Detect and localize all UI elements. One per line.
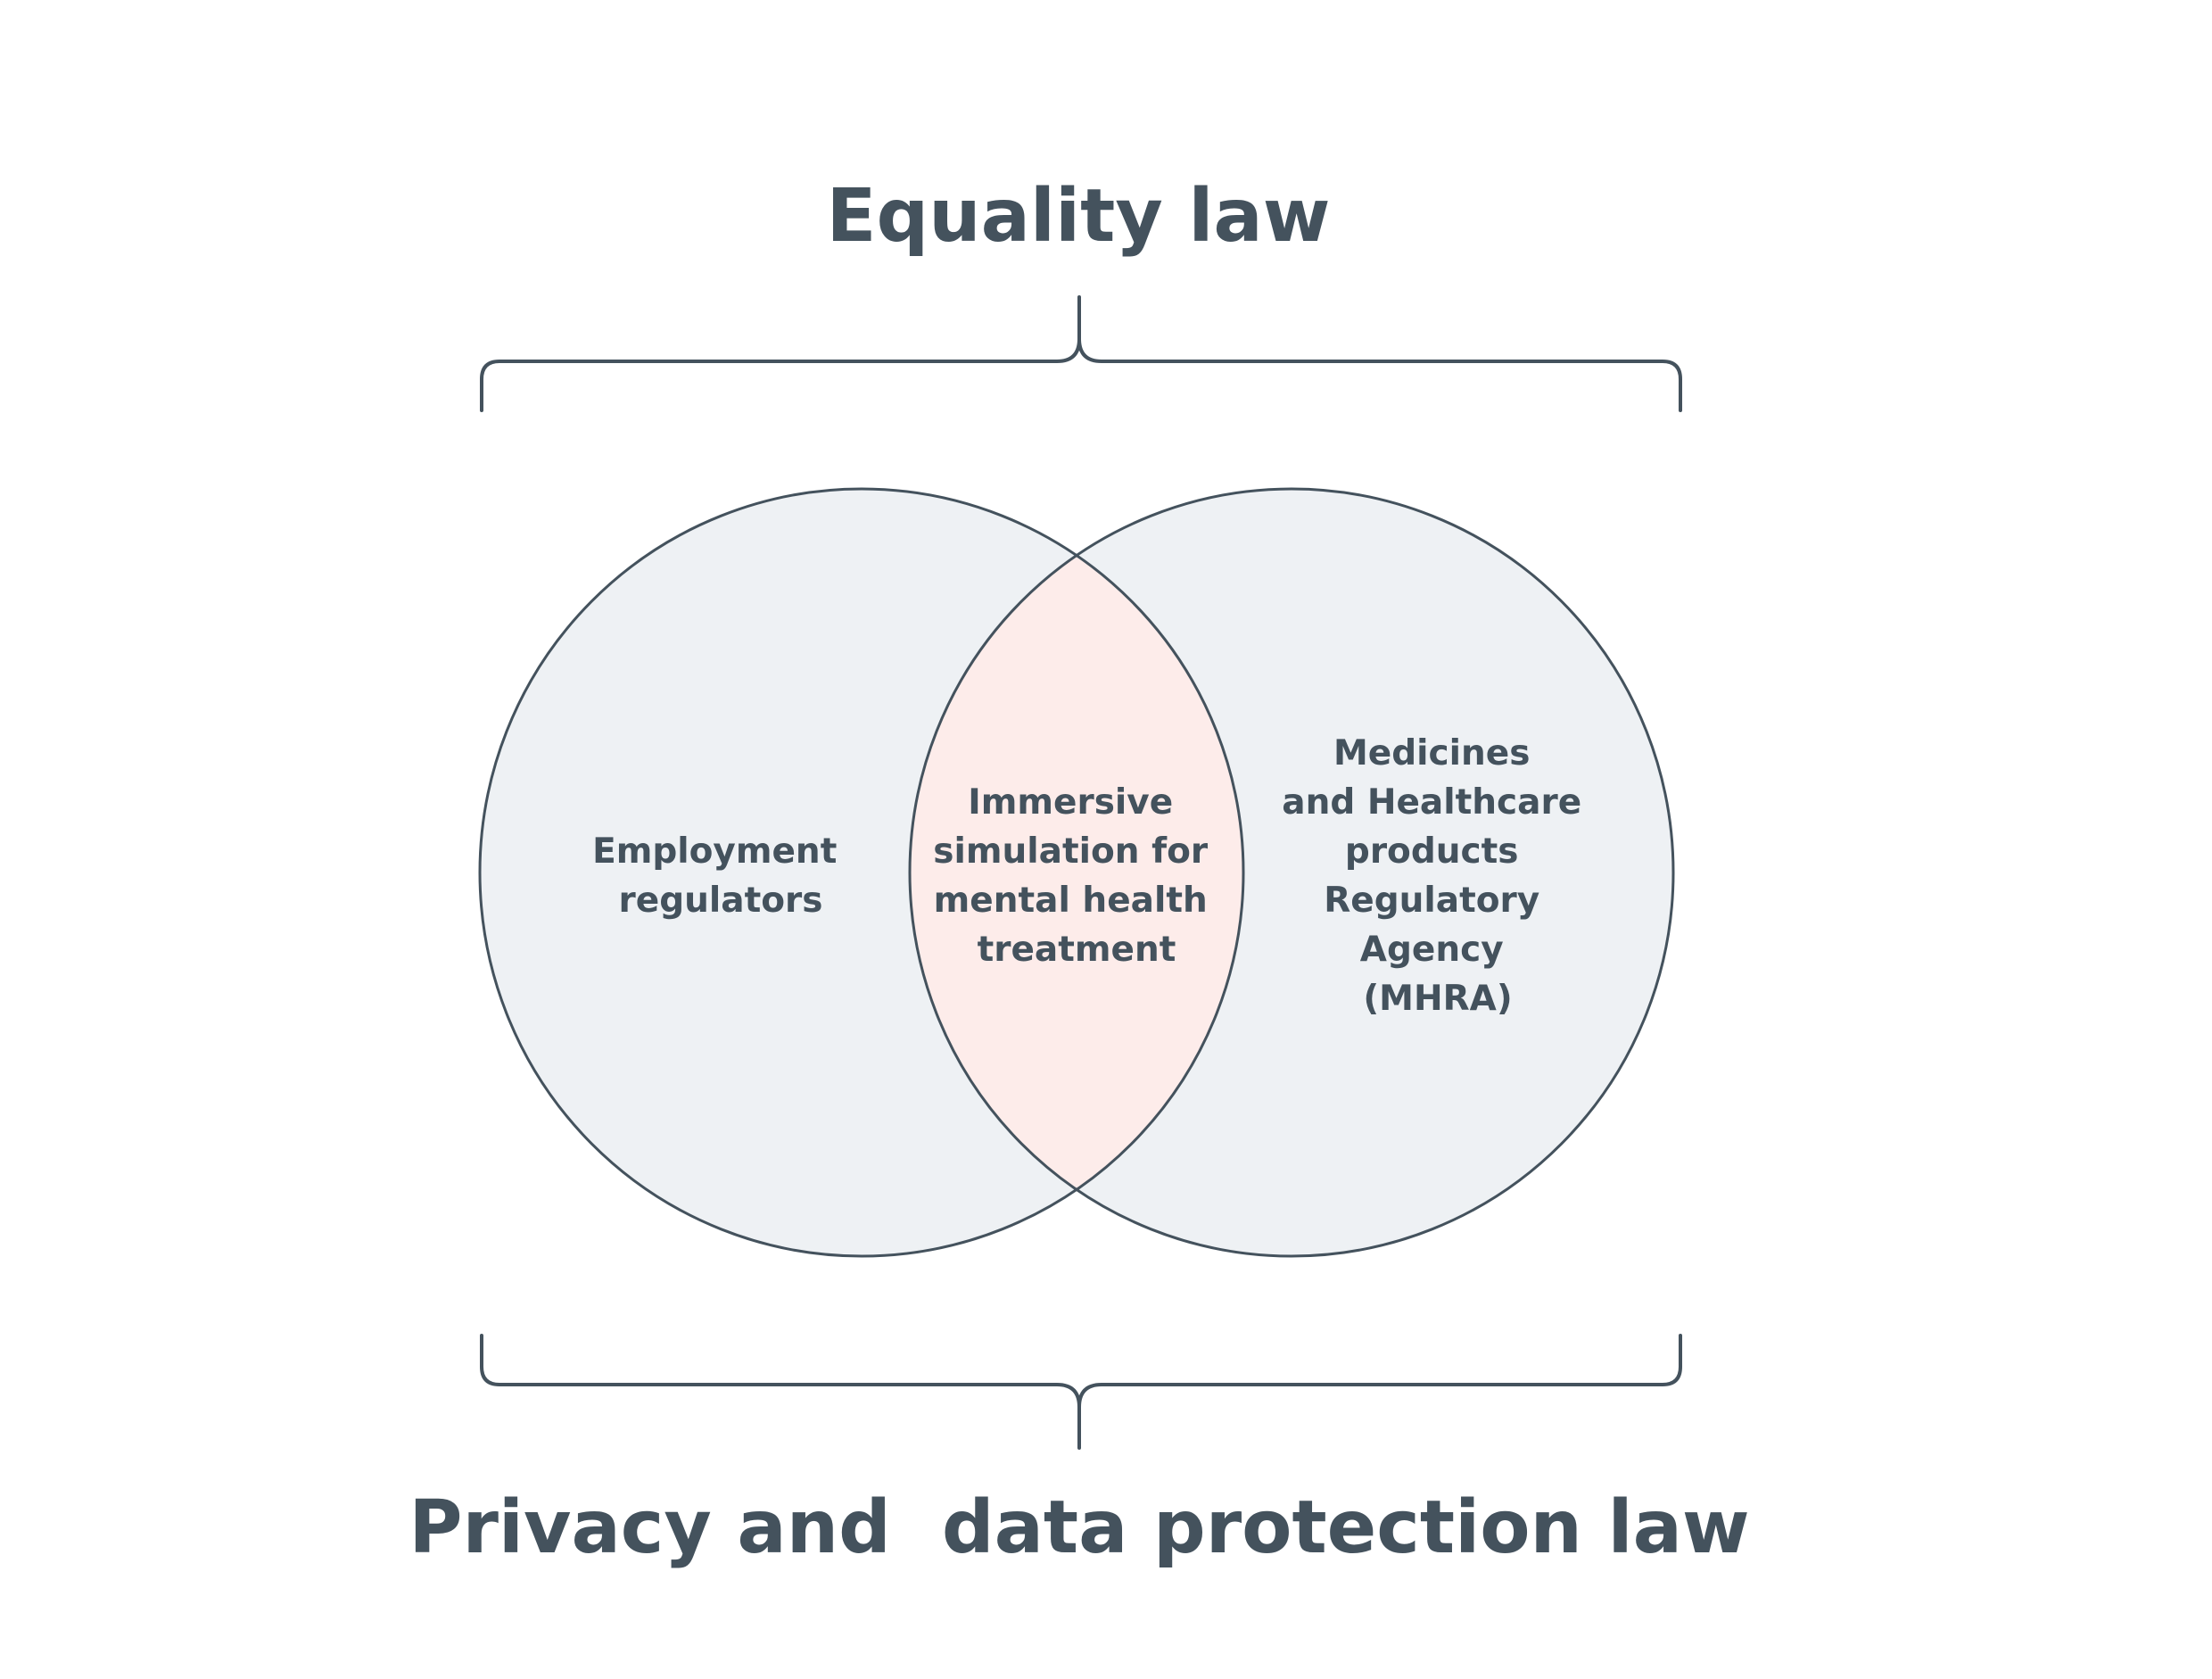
- equality-law-label: Equality law: [826, 174, 1330, 259]
- label-line: Regulatory: [1324, 881, 1539, 921]
- label-line: and Healthcare: [1282, 782, 1581, 823]
- label-line: Medicines: [1333, 733, 1530, 773]
- label-line: (MHRA): [1363, 979, 1512, 1019]
- label-line: simulation for: [933, 831, 1209, 872]
- bottom-bracket: [480, 1334, 1682, 1450]
- left-circle-outline: [478, 487, 1245, 1258]
- employment-regulators-label: Employment regulators: [592, 831, 849, 921]
- right-circle-outline: [908, 487, 1675, 1258]
- mhra-label: Medicines and Healthcare products Regula…: [1282, 733, 1593, 1019]
- label-line: Immersive: [968, 782, 1173, 823]
- overlap-region: [910, 489, 1243, 1256]
- label-line: regulators: [619, 881, 823, 921]
- top-bracket: [480, 295, 1682, 412]
- label-line: mental health: [934, 881, 1208, 921]
- label-line: products: [1345, 831, 1519, 872]
- label-line: treatment: [978, 930, 1176, 970]
- label-line: Employment: [592, 831, 837, 872]
- privacy-law-label: Privacy and data protection law: [409, 1485, 1749, 1570]
- label-line: Agency: [1360, 930, 1504, 970]
- overlap-label: Immersive simulation for mental health t…: [933, 782, 1219, 970]
